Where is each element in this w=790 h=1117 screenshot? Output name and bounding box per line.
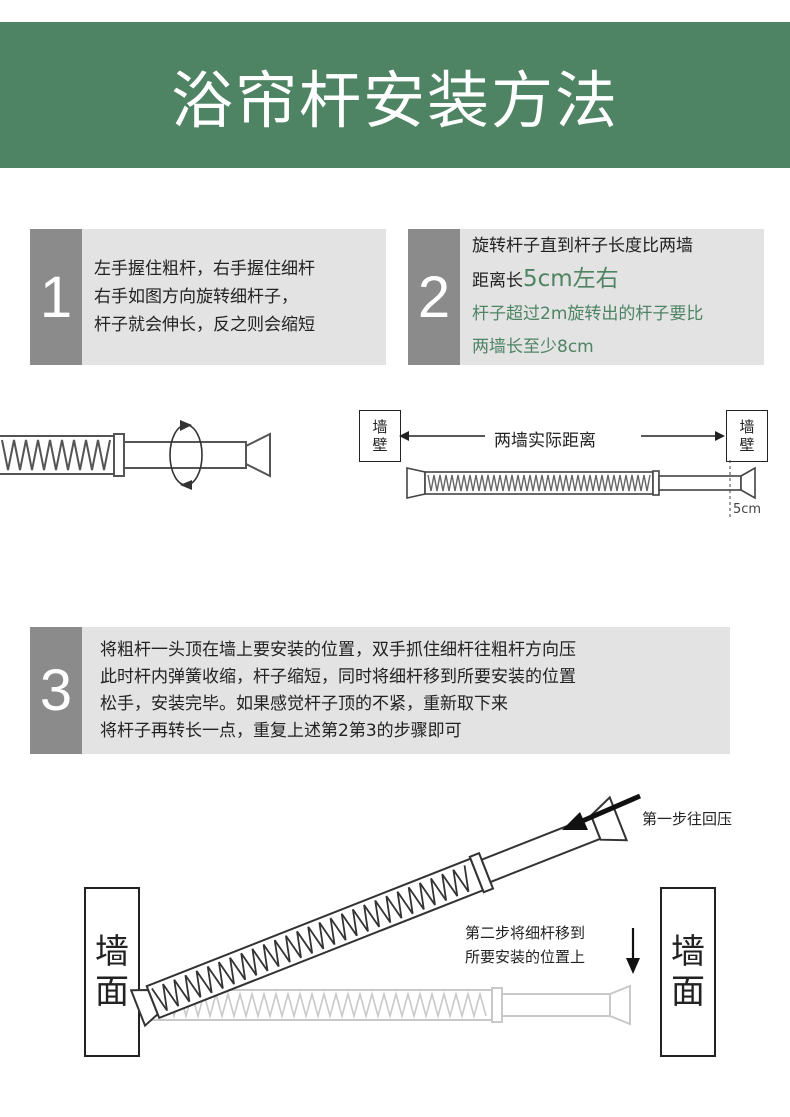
step-2-text: 旋转杆子直到杆子长度比两墙 距离长5cm左右 杆子超过2m旋转出的杆子要比 两墙…: [460, 229, 715, 365]
push-arrow-icon: [562, 812, 588, 830]
page-title: 浴帘杆安装方法: [170, 64, 619, 137]
rotate-rod-illustration: [0, 420, 271, 490]
step-2-line-prefix: 距离长: [472, 271, 523, 291]
down-arrow-icon: [626, 958, 640, 974]
wall-char: 墙: [671, 932, 705, 972]
step-1-line: 杆子就会伸长，反之则会缩短: [94, 315, 315, 335]
wall-char: 墙: [739, 418, 755, 436]
title-banner: 浴帘杆安装方法: [0, 22, 790, 168]
step-1-text: 左手握住粗杆，右手握住细杆 右手如图方向旋转细杆子， 杆子就会伸长，反之则会缩短: [82, 229, 327, 365]
spring-coil: [1, 439, 111, 471]
arrow-right-icon: [715, 431, 725, 441]
step-2-line: 距离长5cm左右: [472, 263, 703, 298]
step-second-label: 第二步将细杆移到 所要安装的位置上: [465, 921, 585, 969]
rod-tilted: [130, 795, 629, 1028]
step-2-number: 2: [408, 229, 460, 365]
distance-rod-illustration: [399, 431, 756, 518]
distance-label: 两墙实际距离: [494, 431, 596, 451]
extra-length-label: 5cm: [733, 502, 762, 517]
wall-char: 面: [671, 972, 705, 1012]
step-2-highlight: 5cm左右: [523, 266, 619, 292]
rotate-arrow-icon: [180, 420, 192, 431]
wall-char: 墙: [95, 932, 129, 972]
step-2-line: 旋转杆子直到杆子长度比两墙: [472, 236, 693, 256]
wall-left-box: 墙 壁: [359, 410, 401, 462]
wall-char: 墙: [372, 418, 388, 436]
step-3-text: 将粗杆一头顶在墙上要安装的位置，双手抓住细杆往粗杆方向压 此时杆内弹簧收缩，杆子…: [82, 627, 588, 754]
wall-char: 壁: [739, 436, 755, 454]
install-rod-illustration: [130, 793, 641, 1028]
step-3-line: 松手，安装完毕。如果感觉杆子顶的不紧，重新取下来: [100, 693, 508, 714]
step-2-panel: 2 旋转杆子直到杆子长度比两墙 距离长5cm左右 杆子超过2m旋转出的杆子要比 …: [408, 229, 764, 365]
step-1-line: 右手如图方向旋转细杆子，: [94, 287, 298, 307]
step-3-number: 3: [30, 627, 82, 754]
step-1-line: 左手握住粗杆，右手握住细杆: [94, 259, 315, 279]
step-first-label: 第一步往回压: [642, 810, 733, 828]
wall-left-box: 墙 面: [84, 887, 140, 1057]
step-3-line: 将粗杆一头顶在墙上要安装的位置，双手抓住细杆往粗杆方向压: [100, 639, 576, 660]
wall-right-box: 墙 面: [660, 887, 716, 1057]
wall-right-box: 墙 壁: [726, 410, 768, 462]
step-2-note: 两墙长至少8cm: [472, 337, 594, 357]
step-second-line: 第二步将细杆移到: [465, 924, 586, 942]
step-3-line: 此时杆内弹簧收缩，杆子缩短，同时将细杆移到所要安装的位置: [100, 666, 576, 687]
step-3-line: 将杆子再转长一点，重复上述第2第3的步骤即可: [100, 720, 462, 741]
spring-coil: [427, 474, 651, 492]
step-1-panel: 1 左手握住粗杆，右手握住细杆 右手如图方向旋转细杆子， 杆子就会伸长，反之则会…: [30, 229, 386, 365]
step-second-line: 所要安装的位置上: [465, 948, 586, 966]
wall-char: 壁: [372, 436, 388, 454]
rotate-arrow-icon: [180, 480, 192, 490]
step-1-number: 1: [30, 229, 82, 365]
step-3-panel: 3 将粗杆一头顶在墙上要安装的位置，双手抓住细杆往粗杆方向压 此时杆内弹簧收缩，…: [30, 627, 730, 754]
step-2-note: 杆子超过2m旋转出的杆子要比: [472, 304, 704, 324]
arrow-left-icon: [399, 431, 409, 441]
wall-char: 面: [95, 972, 129, 1012]
